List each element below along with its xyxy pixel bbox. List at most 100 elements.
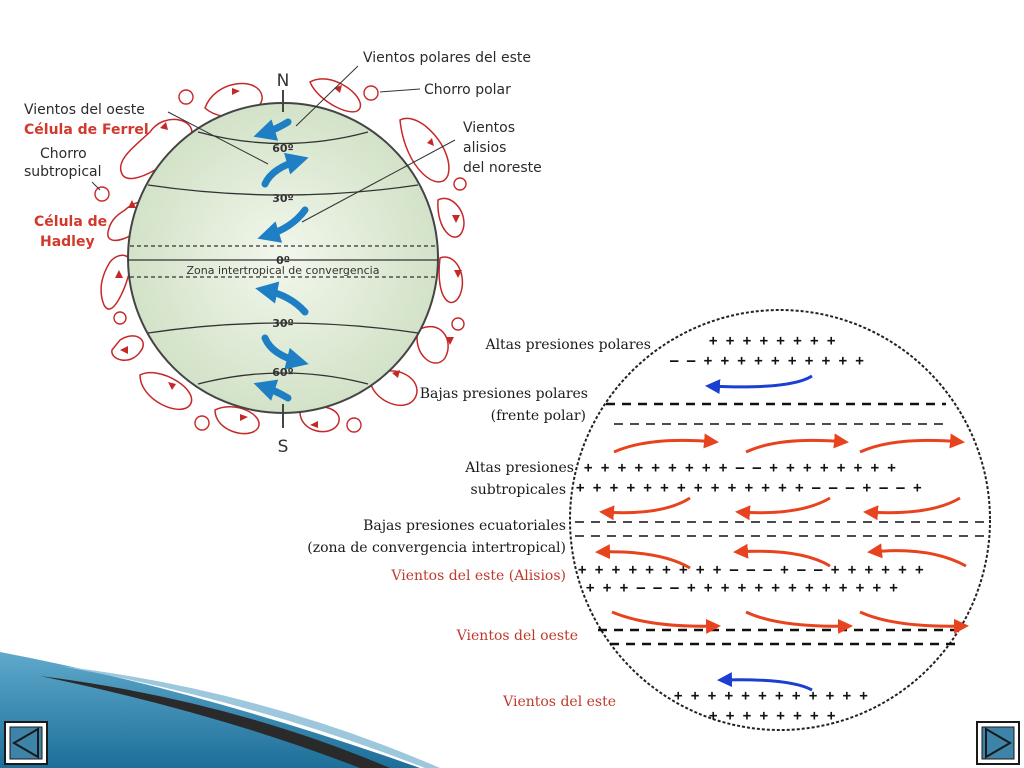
jet-circle — [451, 317, 465, 331]
label-polar-easterlies: Vientos polares del este — [363, 50, 531, 66]
trade-wind-arrow — [595, 544, 691, 570]
triangle-right-icon[interactable] — [985, 727, 1012, 759]
jet-circle — [453, 177, 467, 191]
label-ne-trades-line2: alisios — [463, 140, 506, 156]
cell-loop — [437, 197, 465, 238]
wind-arrow-polar-easterly-south — [253, 379, 292, 402]
easterly-arrow — [863, 496, 961, 521]
cell-loop — [100, 254, 132, 310]
schema-circle — [569, 309, 991, 731]
latitude-lines — [128, 131, 438, 385]
cell-loop — [309, 78, 362, 113]
cell-loop — [416, 325, 449, 364]
label-polar-low-line1: Bajas presiones polares — [420, 386, 588, 402]
label-ne-trades-line1: Vientos — [463, 120, 515, 136]
label-equatorial-low-line1: Bajas presiones ecuatoriales — [363, 518, 566, 534]
globe-wind-arrows — [253, 118, 309, 402]
schema-red-arrows — [595, 433, 969, 634]
jet-circle — [346, 417, 362, 433]
label-easterlies: Vientos del este — [502, 694, 616, 710]
cell-arrowhead — [454, 270, 462, 278]
westerly-arrow-south — [859, 610, 969, 634]
north-pole-label: N — [277, 71, 290, 91]
cell-loop — [214, 405, 260, 435]
label-ne-trades-line3: del noreste — [463, 160, 542, 176]
globe-diagram: N S 60º 30º 0º Zona intertropical de con… — [24, 50, 542, 457]
label-equatorial-low-line2: (zona de convergencia intertropical) — [307, 540, 566, 556]
leader-polar-jet — [379, 88, 421, 93]
south-pole-label: S — [278, 437, 289, 457]
cell-arrowhead — [446, 337, 454, 345]
corner-wedge-decoration — [0, 652, 440, 768]
label-hadley-cell-line2: Hadley — [40, 234, 95, 250]
label-polar-low-line2: (frente polar) — [491, 408, 586, 424]
label-subtropical-jet-line2: subtropical — [24, 164, 102, 180]
label-westerlies: Vientos del oeste — [456, 628, 578, 644]
wind-arrow-se-trade — [255, 281, 309, 316]
cell-loop — [139, 372, 193, 411]
cell-arrowhead — [115, 270, 123, 278]
cell-loop — [438, 256, 464, 304]
pressure-row: – – + + + + + + + + + + — [670, 353, 864, 369]
wedge-dark-stripe — [40, 676, 390, 768]
westerly-arrow-south — [611, 610, 721, 634]
latitude-30n — [147, 184, 419, 196]
cell-arrowheads — [115, 85, 462, 428]
wind-arrow-polar-easterly — [253, 118, 292, 141]
westerly-arrow — [745, 433, 849, 454]
pressure-row: + + + + + + + + + – – + + + + + + + + — [584, 460, 896, 476]
easterly-arrow — [735, 496, 831, 521]
jet-circle — [363, 85, 379, 101]
leader-westerlies — [167, 111, 269, 165]
cell-arrowhead — [120, 346, 128, 354]
leader-ne-trades — [301, 139, 456, 223]
cell-arrowhead — [392, 370, 400, 378]
cell-arrowhead — [232, 88, 240, 95]
pressure-row: + + + + + + + + — [709, 333, 835, 349]
label-polar-high: Altas presiones polares — [484, 337, 651, 353]
jet-circle — [94, 186, 110, 202]
cell-arrowhead — [310, 421, 318, 428]
pressure-row: + + + – – – + + + + + + + + + + + + + — [586, 580, 898, 596]
label-polar-jet: Chorro polar — [424, 82, 511, 98]
wind-arrow-westerly-south — [261, 334, 309, 370]
westerly-arrow-south — [745, 610, 853, 634]
schema-blue-arrows — [705, 374, 813, 692]
label-subtropical-jet-line1: Chorro — [40, 146, 87, 162]
circulation-cells — [100, 78, 465, 435]
label-subtropical-high-line2: subtropicales — [471, 482, 566, 498]
jet-circle — [194, 415, 210, 431]
cell-loop — [111, 335, 144, 361]
label-ferrel-cell: Célula de Ferrel — [24, 122, 149, 138]
cell-arrowhead — [427, 138, 434, 146]
itcz-label: Zona intertropical de convergencia — [187, 264, 380, 277]
lat-30n-label: 30º — [272, 192, 294, 205]
easterly-arrow — [599, 496, 691, 521]
label-subtropical-high-line1: Altas presiones — [464, 460, 574, 476]
jet-stream-circles — [94, 85, 467, 433]
cell-arrowhead — [240, 414, 248, 421]
wind-arrow-ne-trade — [257, 206, 309, 243]
lat-0-label: 0º — [276, 254, 290, 267]
latitude-30s — [147, 322, 419, 334]
trade-wind-arrow — [867, 543, 967, 568]
cell-arrowhead — [128, 200, 136, 208]
latitude-60s — [197, 372, 369, 385]
cell-loop — [369, 370, 418, 407]
low-pressure-dashes — [575, 402, 985, 646]
leader-subtropical-jet — [91, 181, 101, 191]
next-slide-button[interactable] — [976, 721, 1020, 765]
cell-loop — [399, 117, 450, 183]
wedge-light-stripe — [60, 666, 440, 768]
westerly-arrow — [613, 433, 719, 454]
triangle-left-icon[interactable] — [12, 727, 39, 759]
cell-arrowhead — [334, 85, 342, 93]
latitude-60n — [197, 131, 369, 145]
lat-30s-label: 30º — [272, 317, 294, 330]
prev-slide-button[interactable] — [4, 721, 48, 765]
wind-arrow-westerly-north — [261, 152, 309, 188]
label-westerlies: Vientos del oeste — [24, 102, 145, 118]
pressure-row: + + + + + + + + + + + + + + – – – + – – … — [576, 480, 922, 496]
pressure-row: + + + + + + + + — [709, 708, 835, 724]
